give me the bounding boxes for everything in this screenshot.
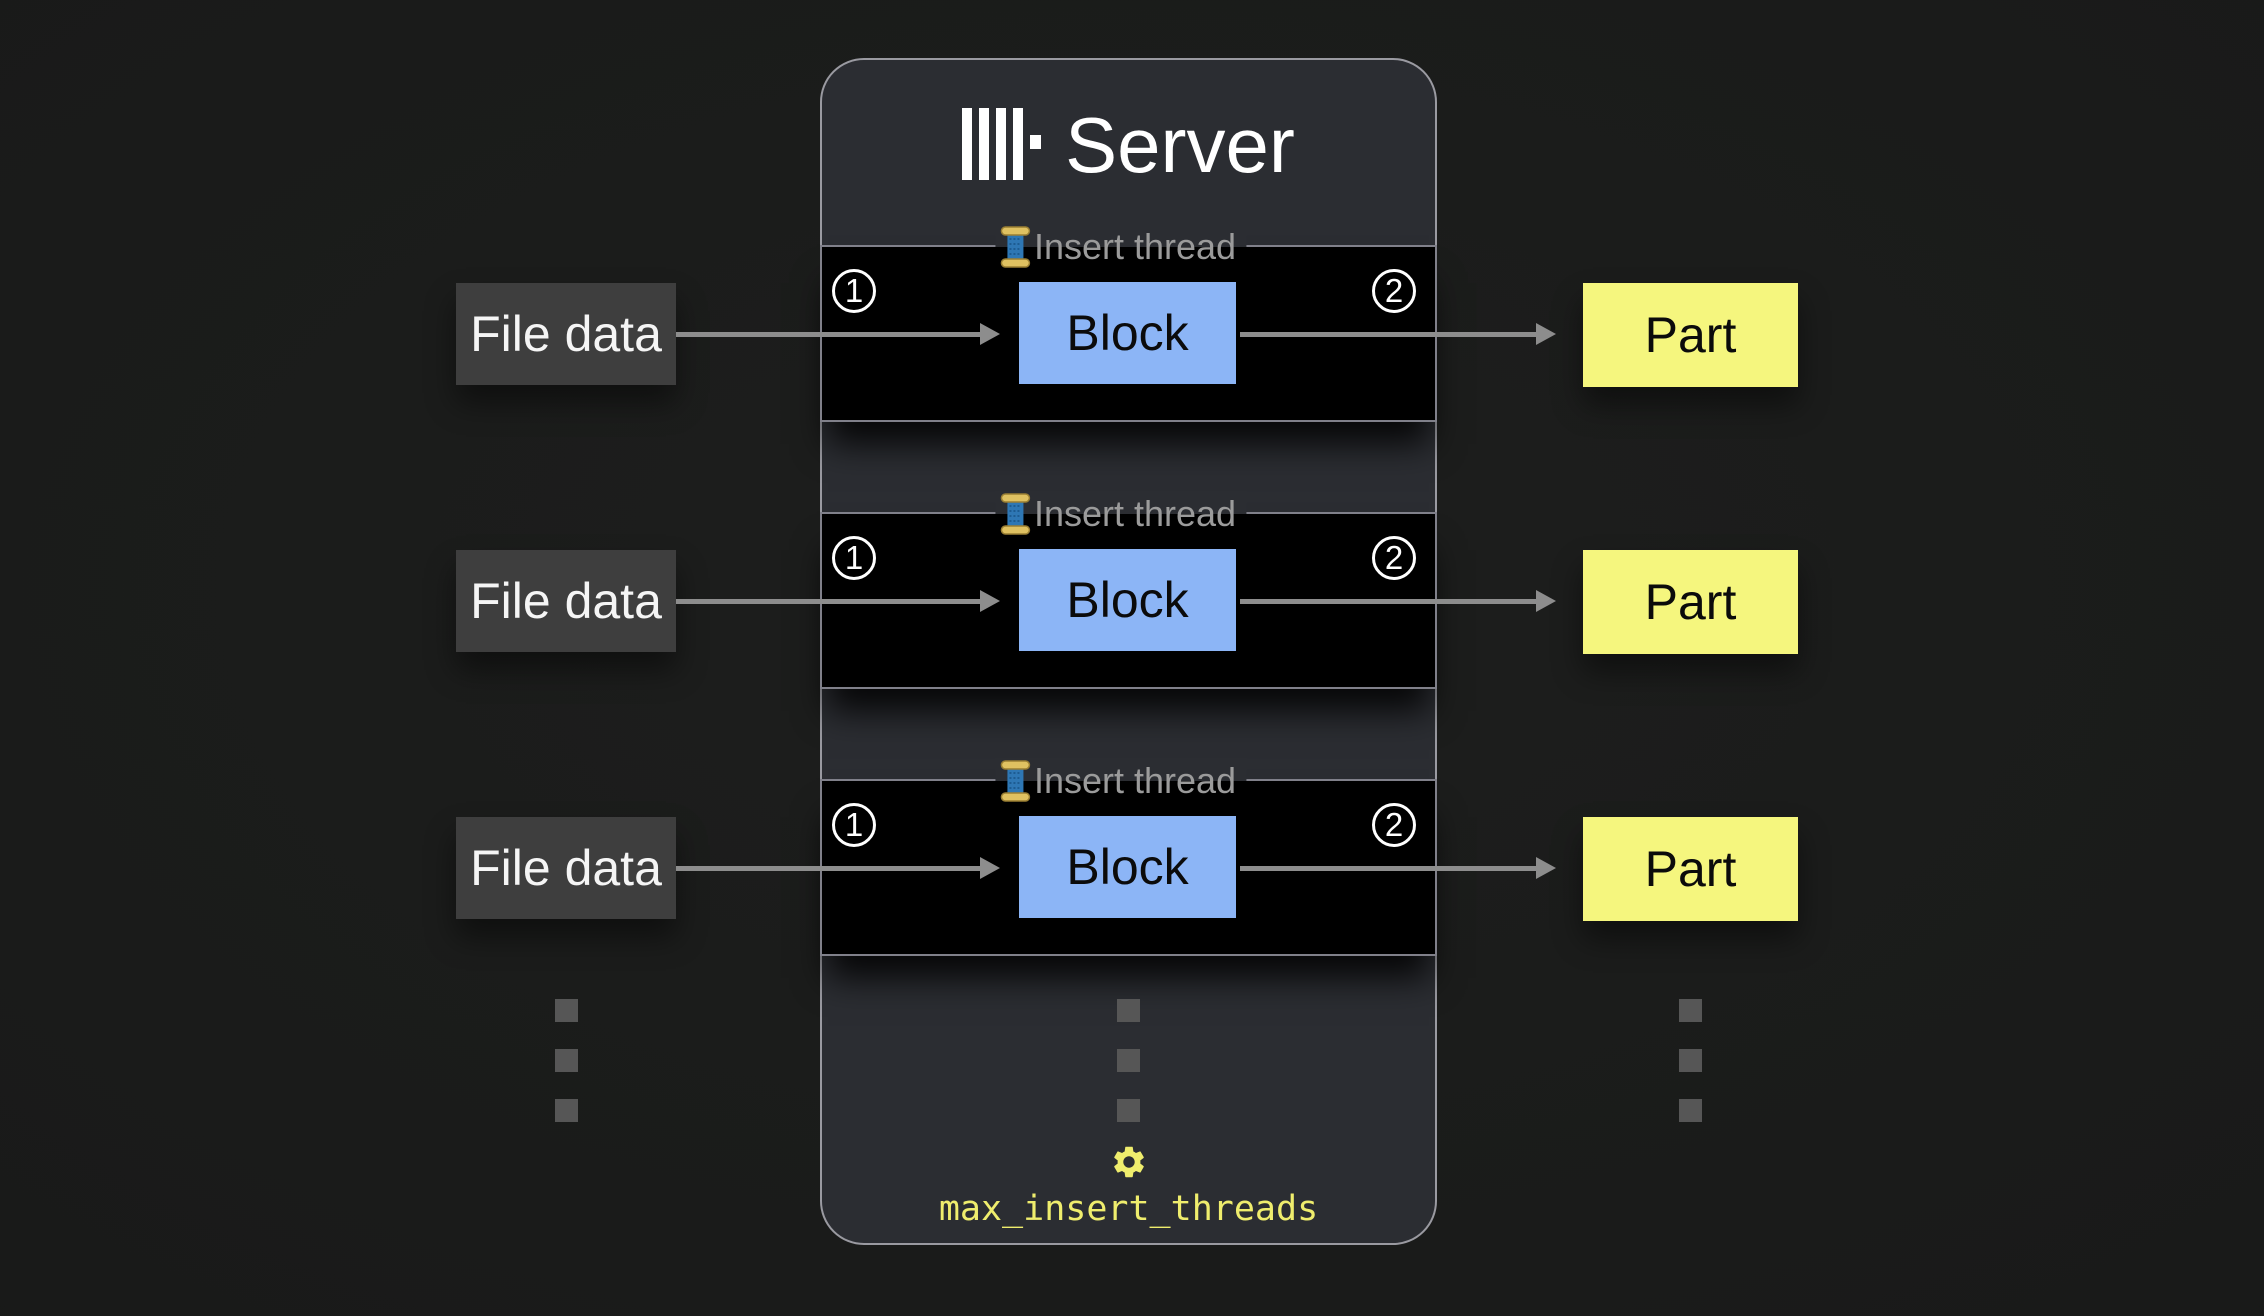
arrow-block-to-part <box>1240 856 1556 880</box>
logo-dot <box>1030 134 1042 149</box>
arrow-file-to-block <box>676 322 1000 346</box>
ellipsis-dot <box>1117 999 1140 1022</box>
clickhouse-logo <box>962 108 1042 180</box>
ellipsis-dot <box>1117 1049 1140 1072</box>
insert-thread-label: Insert thread <box>1033 226 1237 267</box>
insert-thread-label: Insert thread <box>1033 493 1237 534</box>
thread-spool-icon <box>1000 226 1030 268</box>
file-data-label: File data <box>470 840 662 896</box>
part-label: Part <box>1644 841 1737 897</box>
arrow-shaft <box>1240 331 1536 337</box>
vertical-ellipsis-dots <box>1117 999 1140 1122</box>
part-box: Part <box>1583 817 1798 921</box>
step-number: 2 <box>1384 806 1404 843</box>
step-1-badge: 1 <box>832 536 876 580</box>
block-label: Block <box>1066 572 1189 628</box>
arrowhead-icon <box>1536 590 1556 612</box>
block-box: Block <box>1019 549 1236 651</box>
block-box: Block <box>1019 816 1236 918</box>
arrow-block-to-part <box>1240 589 1556 613</box>
arrow-shaft <box>1240 865 1536 871</box>
insert-thread-legend: Insert thread <box>994 491 1247 537</box>
logo-bar <box>996 108 1007 180</box>
logo-bar <box>1013 108 1024 180</box>
step-1-badge: 1 <box>832 269 876 313</box>
step-number: 1 <box>844 806 864 843</box>
arrowhead-icon <box>1536 323 1556 345</box>
ellipsis-dot <box>1679 999 1702 1022</box>
arrow-block-to-part <box>1240 322 1556 346</box>
arrowhead-icon <box>1536 857 1556 879</box>
server-header: Server <box>822 101 1435 189</box>
vertical-ellipsis-dots <box>1679 999 1702 1122</box>
arrowhead-icon <box>980 590 1000 612</box>
file-data-box: File data <box>456 817 676 919</box>
step-number: 1 <box>844 539 864 576</box>
arrow-shaft <box>676 598 980 604</box>
arrow-shaft <box>676 331 980 337</box>
logo-bar <box>962 108 973 180</box>
insert-thread-label: Insert thread <box>1033 760 1237 801</box>
arrow-shaft <box>676 865 980 871</box>
file-data-label: File data <box>470 306 662 362</box>
arrowhead-icon <box>980 857 1000 879</box>
ellipsis-dot <box>1679 1099 1702 1122</box>
thread-spool-icon <box>1000 493 1030 535</box>
step-1-badge: 1 <box>832 803 876 847</box>
server-title: Server <box>1065 101 1295 189</box>
arrow-shaft <box>1240 598 1536 604</box>
logo-bar <box>979 108 990 180</box>
max-insert-threads-label: max_insert_threads <box>938 1189 1319 1229</box>
step-number: 2 <box>1384 272 1404 309</box>
ellipsis-dot <box>555 999 578 1022</box>
ellipsis-dot <box>555 1049 578 1072</box>
step-2-badge: 2 <box>1372 536 1416 580</box>
block-label: Block <box>1066 305 1189 361</box>
step-2-badge: 2 <box>1372 269 1416 313</box>
gear-icon <box>1113 1146 1144 1178</box>
part-box: Part <box>1583 550 1798 654</box>
block-box: Block <box>1019 282 1236 384</box>
step-2-badge: 2 <box>1372 803 1416 847</box>
file-data-box: File data <box>456 550 676 652</box>
arrowhead-icon <box>980 323 1000 345</box>
ellipsis-dot <box>1117 1099 1140 1122</box>
insert-thread-legend: Insert thread <box>994 224 1247 270</box>
vertical-ellipsis-dots <box>555 999 578 1122</box>
arrow-file-to-block <box>676 856 1000 880</box>
step-number: 2 <box>1384 539 1404 576</box>
part-box: Part <box>1583 283 1798 387</box>
insert-thread-legend: Insert thread <box>994 758 1247 804</box>
ellipsis-dot <box>555 1099 578 1122</box>
part-label: Part <box>1644 307 1737 363</box>
arrow-file-to-block <box>676 589 1000 613</box>
thread-spool-icon <box>1000 760 1030 802</box>
step-number: 1 <box>844 272 864 309</box>
part-label: Part <box>1644 574 1737 630</box>
file-data-label: File data <box>470 573 662 629</box>
block-label: Block <box>1066 839 1189 895</box>
file-data-box: File data <box>456 283 676 385</box>
ellipsis-dot <box>1679 1049 1702 1072</box>
